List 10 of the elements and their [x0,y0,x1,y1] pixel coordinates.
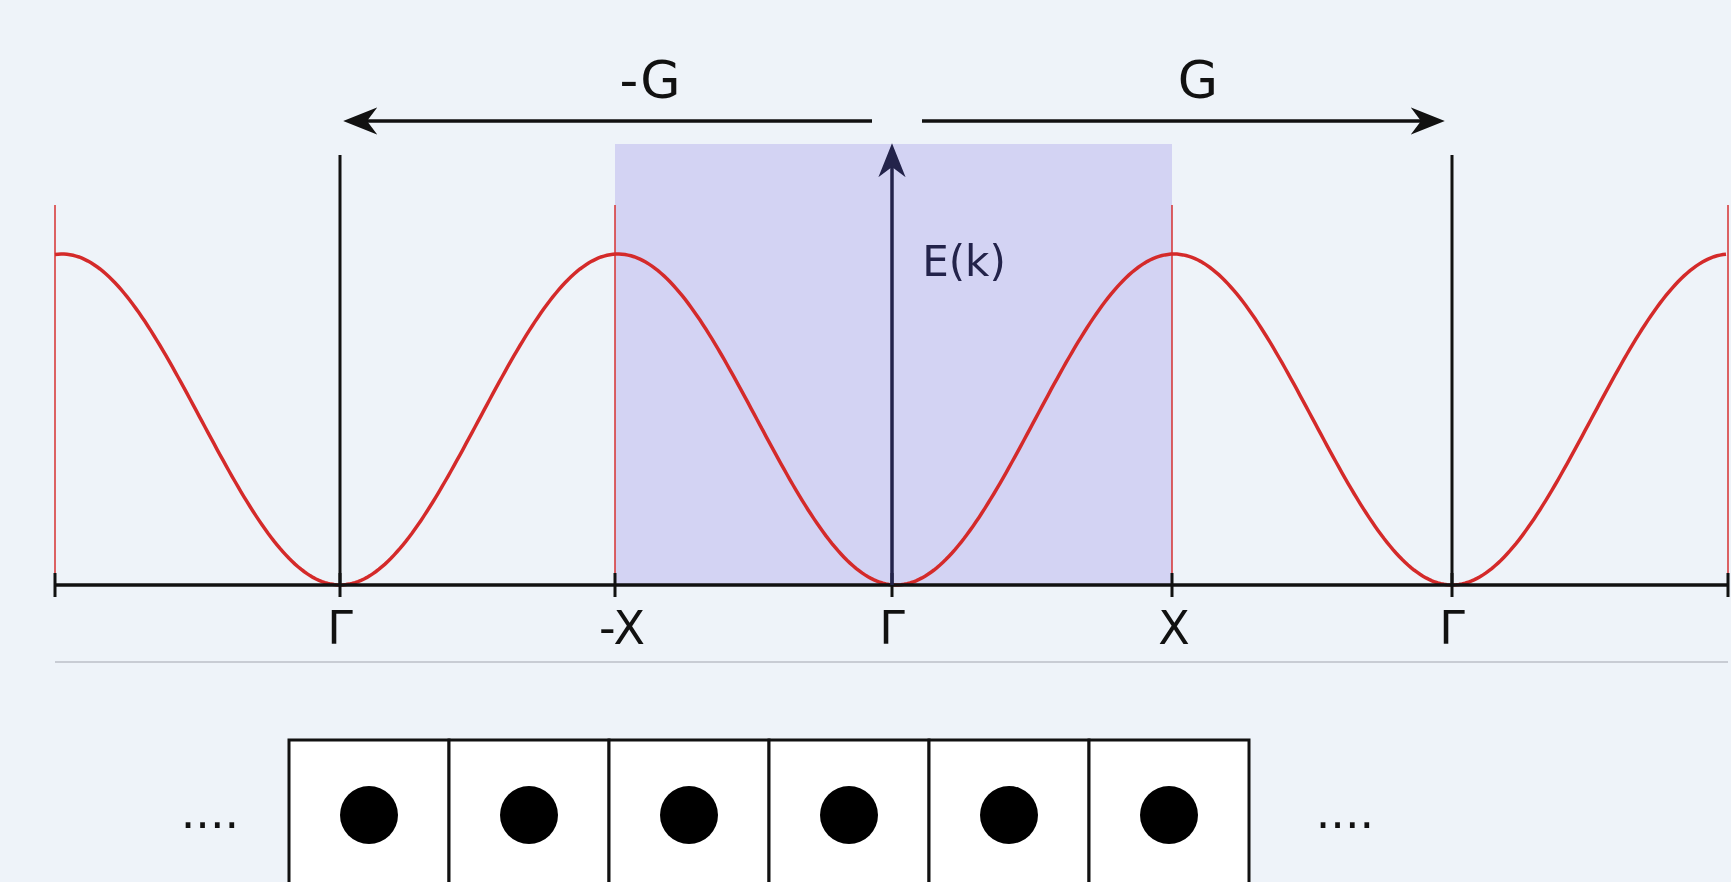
vector-label: G [1177,54,1219,106]
ellipsis: .... [1315,789,1375,835]
tick-label: Γ [1439,605,1465,651]
tick-label: Γ [327,605,353,651]
tick-label: X [1158,605,1190,651]
axis-label: E(k) [922,241,1006,283]
tick-label: -X [599,605,645,651]
tick-label: Γ [879,605,905,651]
vector-label: -G [619,54,681,106]
ellipsis: .... [180,789,240,835]
